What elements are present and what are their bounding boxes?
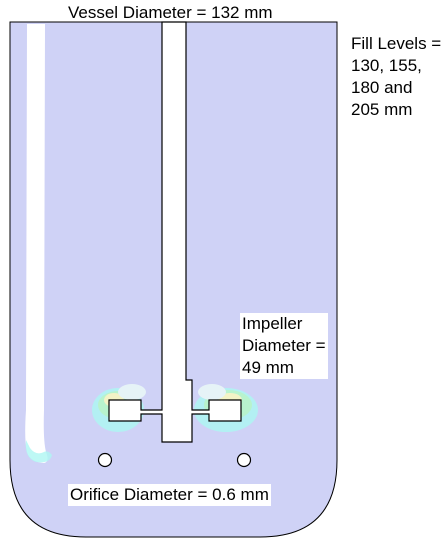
fill-levels-line: 130, 155, [351, 56, 422, 75]
impeller-diameter-line: Impeller [242, 314, 303, 333]
orifice-left [97, 452, 113, 468]
impeller-assembly [108, 21, 242, 443]
orifice-right [236, 452, 252, 468]
wall-streak-edge [25, 440, 52, 463]
fill-levels-line: 180 and [351, 78, 413, 97]
orifice-diameter-label: Orifice Diameter = 0.6 mm [68, 484, 271, 506]
impeller-diameter-line: Diameter = [242, 336, 326, 355]
impeller-diameter-line: 49 mm [242, 358, 294, 377]
fill-levels-line: 205 mm [351, 100, 413, 119]
wall-streak [25, 24, 48, 463]
vessel-diameter-label: Vessel Diameter = 132 mm [68, 3, 273, 22]
fill-levels-line: Fill Levels = [351, 34, 442, 53]
fill-levels-label: Fill Levels = 130, 155, 180 and 205 mm [351, 33, 441, 121]
impeller-diameter-label: Impeller Diameter = 49 mm [240, 313, 328, 379]
